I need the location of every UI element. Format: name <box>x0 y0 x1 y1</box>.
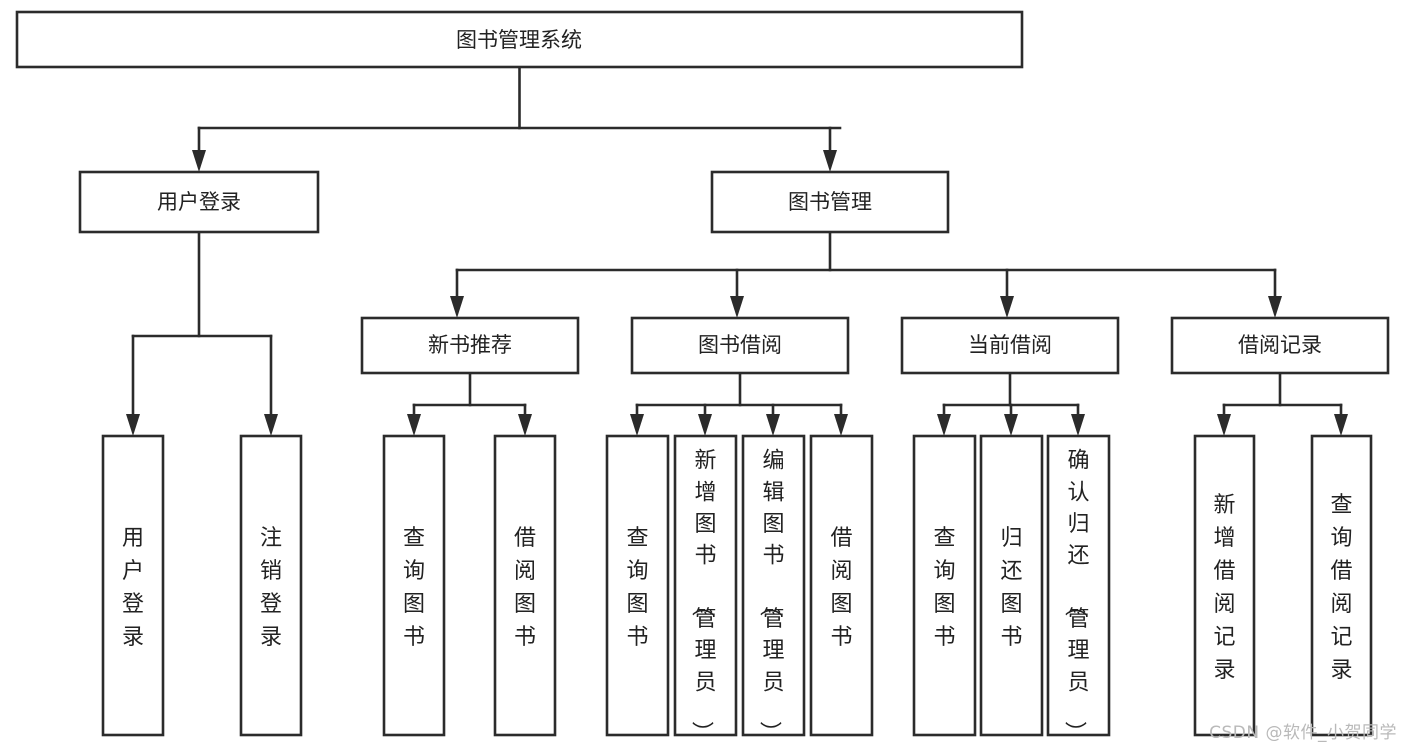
leaf-node-user_login-0[interactable]: 用户登录 <box>101 434 165 737</box>
leaf-label: 用户登录 <box>122 526 144 650</box>
arrowhead-icon <box>766 414 780 436</box>
book-management-box <box>710 170 950 234</box>
connectors-userlogin-to-leaves <box>126 230 278 436</box>
leaf-node-current_borrow-1[interactable]: 归还图书 <box>979 434 1044 737</box>
leaf-box <box>809 434 874 737</box>
leaf-box <box>912 434 977 737</box>
leaf-label: 借阅图书 <box>514 526 536 650</box>
leaf-box <box>101 434 165 737</box>
leaf-box <box>1046 434 1111 737</box>
node-book-management[interactable]: 图书管理 <box>710 170 950 234</box>
leaf-label: 归还图书 <box>1000 526 1022 650</box>
node-root-system[interactable]: 图书管理系统 <box>15 10 1024 69</box>
connectors-root-to-level2 <box>192 65 842 172</box>
connectors-bookmgmt-to-level3 <box>450 230 1282 318</box>
leaf-label: 查询图书 <box>403 526 425 650</box>
current-borrow-box <box>900 316 1120 375</box>
arrowhead-icon <box>1000 296 1014 318</box>
arrowhead-icon <box>1217 414 1231 436</box>
leaf-nodes-layer: 用户登录 注销登录 查询图书 借阅图书 查询图书 新增图书（管理员） 编辑图书（管理员） 借阅… <box>101 434 1373 743</box>
user-login-box <box>78 170 320 234</box>
leaf-label: 编辑图书（管理员） <box>756 449 784 743</box>
leaf-node-book_borrow-1[interactable]: 新增图书（管理员） <box>673 434 738 743</box>
book-borrow-label: 图书借阅 <box>698 333 782 357</box>
leaf-label: 查询借阅记录 <box>1330 493 1352 683</box>
arrowhead-icon <box>1071 414 1085 436</box>
leaf-box <box>741 434 806 737</box>
arrowhead-icon <box>450 296 464 318</box>
leaf-node-book_borrow-0[interactable]: 查询图书 <box>605 434 670 737</box>
arrowhead-icon <box>1268 296 1282 318</box>
leaf-box <box>1310 434 1373 737</box>
leaf-node-new_book_recommend-1[interactable]: 借阅图书 <box>493 434 557 737</box>
leaf-box <box>239 434 303 737</box>
leaf-label: 确认归还（管理员） <box>1061 449 1089 743</box>
leaf-label: 借阅图书 <box>830 526 852 650</box>
csdn-watermark: CSDN @软件_小贺同学 <box>1209 723 1397 743</box>
leaf-node-borrow_record-1[interactable]: 查询借阅记录 <box>1310 434 1373 737</box>
new-book-recommend-label: 新书推荐 <box>428 333 512 357</box>
leaf-box <box>605 434 670 737</box>
root-label: 图书管理系统 <box>456 28 582 52</box>
leaf-box <box>979 434 1044 737</box>
leaf-label: 新增借阅记录 <box>1213 493 1235 683</box>
leaf-box <box>382 434 446 737</box>
leaf-node-new_book_recommend-0[interactable]: 查询图书 <box>382 434 446 737</box>
borrow-record-label: 借阅记录 <box>1238 333 1322 357</box>
node-current-borrow[interactable]: 当前借阅 <box>900 316 1120 375</box>
arrowhead-icon <box>823 150 837 172</box>
leaf-node-borrow_record-0[interactable]: 新增借阅记录 <box>1193 434 1256 737</box>
node-book-borrow[interactable]: 图书借阅 <box>630 316 850 375</box>
leaf-box <box>1193 434 1256 737</box>
book-management-label: 图书管理 <box>788 190 872 214</box>
user-login-label: 用户登录 <box>157 190 241 214</box>
leaf-node-current_borrow-0[interactable]: 查询图书 <box>912 434 977 737</box>
current-borrow-label: 当前借阅 <box>968 333 1052 357</box>
arrowhead-icon <box>730 296 744 318</box>
node-user-login[interactable]: 用户登录 <box>78 170 320 234</box>
leaf-node-book_borrow-2[interactable]: 编辑图书（管理员） <box>741 434 806 743</box>
leaf-box <box>493 434 557 737</box>
arrowhead-icon <box>834 414 848 436</box>
node-new-book-recommend[interactable]: 新书推荐 <box>360 316 580 375</box>
borrow-record-box <box>1170 316 1390 375</box>
leaf-label: 注销登录 <box>260 526 282 650</box>
connectors-borrowrecord-to-leaves <box>1217 371 1348 436</box>
new-book-recommend-box <box>360 316 580 375</box>
leaf-node-current_borrow-2[interactable]: 确认归还（管理员） <box>1046 434 1111 743</box>
arrowhead-icon <box>1004 414 1018 436</box>
arrowhead-icon <box>518 414 532 436</box>
arrowhead-icon <box>698 414 712 436</box>
arrowhead-icon <box>407 414 421 436</box>
arrowhead-icon <box>126 414 140 436</box>
root-box <box>15 10 1024 69</box>
arrowhead-icon <box>192 150 206 172</box>
leaf-box <box>673 434 738 737</box>
leaf-node-user_login-1[interactable]: 注销登录 <box>239 434 303 737</box>
leaf-label: 新增图书（管理员） <box>688 449 716 743</box>
arrowhead-icon <box>1334 414 1348 436</box>
connectors-bookborrow-to-leaves <box>630 371 848 436</box>
arrowhead-icon <box>937 414 951 436</box>
connectors-newbook-to-leaves <box>407 371 532 436</box>
leaf-node-book_borrow-3[interactable]: 借阅图书 <box>809 434 874 737</box>
connectors-currentborrow-to-leaves <box>937 371 1085 436</box>
leaf-label: 查询图书 <box>933 526 955 650</box>
node-borrow-record[interactable]: 借阅记录 <box>1170 316 1390 375</box>
arrowhead-icon <box>630 414 644 436</box>
arrowhead-icon <box>264 414 278 436</box>
leaf-label: 查询图书 <box>626 526 648 650</box>
book-borrow-box <box>630 316 850 375</box>
